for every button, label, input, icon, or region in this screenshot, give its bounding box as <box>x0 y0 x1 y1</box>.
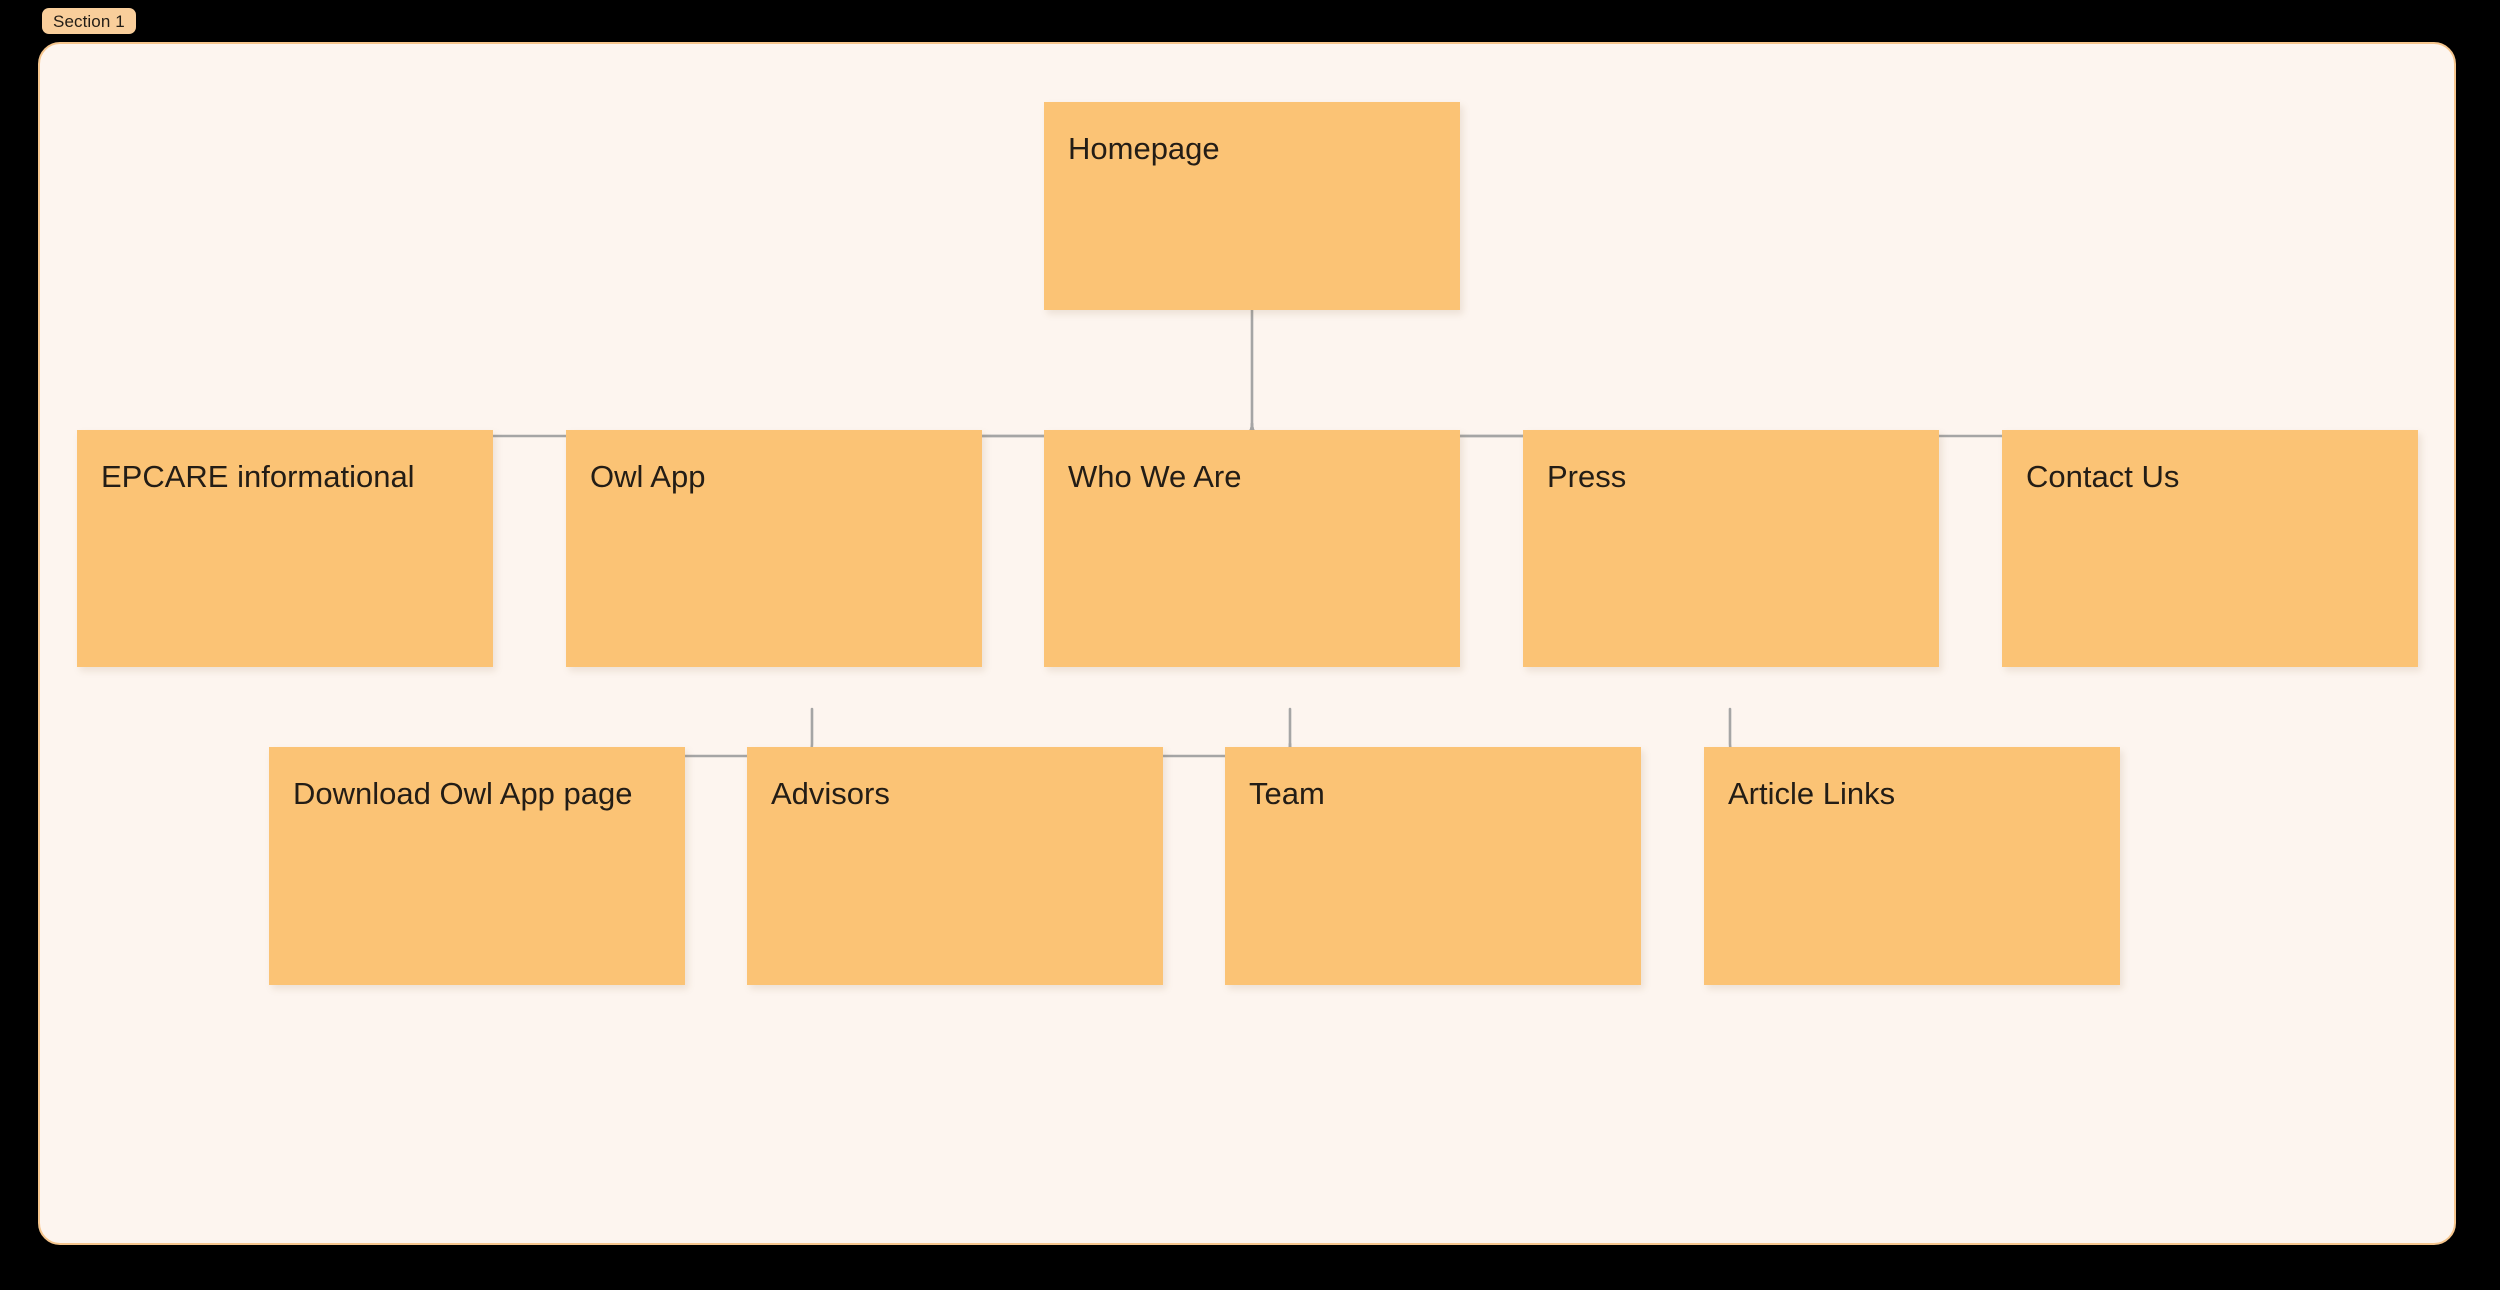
node-who-we-are[interactable]: Who We Are <box>1044 430 1460 667</box>
diagram-canvas[interactable]: Homepage EPCARE informational Owl App Wh… <box>38 42 2456 1245</box>
node-label: Team <box>1249 776 1325 811</box>
node-press[interactable]: Press <box>1523 430 1939 667</box>
node-contact-us[interactable]: Contact Us <box>2002 430 2418 667</box>
node-team[interactable]: Team <box>1225 747 1641 985</box>
node-label: Press <box>1547 459 1627 494</box>
node-label: Contact Us <box>2026 459 2180 494</box>
node-download-owl-app-page[interactable]: Download Owl App page <box>269 747 685 985</box>
node-label: EPCARE informational <box>101 459 415 494</box>
node-label: Advisors <box>771 776 890 811</box>
node-homepage[interactable]: Homepage <box>1044 102 1460 310</box>
section-tag-label: Section 1 <box>53 11 125 31</box>
node-label: Owl App <box>590 459 706 494</box>
node-epcare[interactable]: EPCARE informational <box>77 430 493 667</box>
node-label: Download Owl App page <box>293 776 633 811</box>
node-owl-app[interactable]: Owl App <box>566 430 982 667</box>
node-label: Article Links <box>1728 776 1896 811</box>
node-article-links[interactable]: Article Links <box>1704 747 2120 985</box>
node-advisors[interactable]: Advisors <box>747 747 1163 985</box>
node-label: Homepage <box>1068 131 1220 166</box>
section-tag[interactable]: Section 1 <box>42 8 136 34</box>
node-label: Who We Are <box>1068 459 1242 494</box>
